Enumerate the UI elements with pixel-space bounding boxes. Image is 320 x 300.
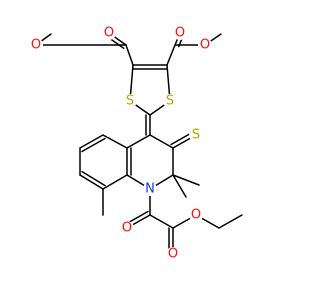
- svg-text:N: N: [145, 182, 155, 197]
- atom-o_c2: O: [173, 26, 187, 41]
- bond-r8-c_8a: [102, 174, 128, 190]
- atom-o_me1: O: [29, 38, 43, 53]
- svg-text:O: O: [191, 208, 201, 223]
- atom-o_c1: O: [102, 26, 116, 41]
- svg-text:O: O: [168, 247, 178, 262]
- atom-s2: S: [163, 94, 177, 109]
- bond-c_q2-me2a: [172, 174, 200, 186]
- bond-c_q3-c_q4: [149, 134, 174, 149]
- bond-c5-c_e2: [166, 44, 176, 66]
- atom-n1: N: [143, 182, 157, 197]
- svg-text:O: O: [104, 26, 114, 41]
- svg-text:O: O: [122, 221, 132, 236]
- atom-o_ox1: O: [120, 221, 134, 236]
- atom-o_me2: O: [198, 38, 212, 53]
- bond-c_ox1-c_ox2: [149, 214, 174, 229]
- atom-o_et: O: [189, 208, 203, 223]
- svg-text:O: O: [200, 38, 210, 53]
- svg-text:S: S: [166, 94, 174, 109]
- bond-c_4a-r5: [102, 134, 128, 149]
- bond-et1-et2: [218, 214, 243, 229]
- svg-text:O: O: [175, 26, 185, 41]
- molecule-structure: O O O O S S S N: [29, 26, 243, 262]
- bond-r5-r6-second: [81, 137, 106, 153]
- svg-text:S: S: [126, 94, 134, 109]
- atom-s1: S: [123, 94, 137, 109]
- bond-r7-r8-second: [81, 170, 106, 187]
- atom-labels: O O O O S S S N: [29, 26, 212, 262]
- bond-lines: [35, 32, 243, 255]
- bond-c_e1-c4: [125, 44, 134, 66]
- bond-c_q2-me2b: [172, 174, 187, 198]
- bond-r7-r8: [79, 174, 104, 190]
- svg-text:O: O: [31, 38, 41, 53]
- svg-text:S: S: [192, 128, 200, 143]
- bond-r5-r6: [79, 134, 104, 149]
- bond-c_q4-c_4a: [126, 134, 151, 149]
- atom-o_ox2: O: [166, 247, 180, 262]
- atom-s_thio: S: [189, 128, 203, 143]
